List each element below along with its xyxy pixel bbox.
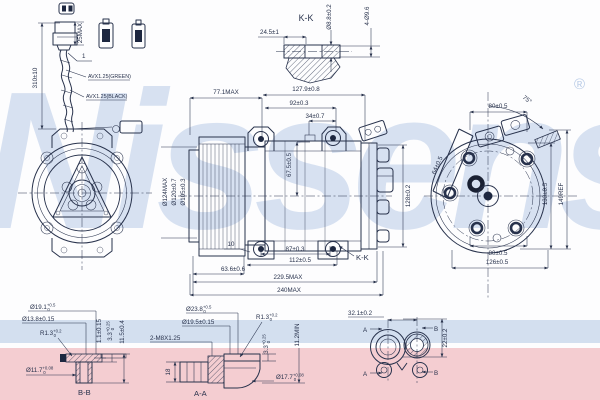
item-callout-1: 1	[82, 53, 86, 60]
bolt-bosses	[441, 149, 536, 237]
dim-top-34: 34±0.7	[306, 113, 325, 120]
dim-inner-dia: Ø105±0.3	[180, 178, 187, 206]
dim-dia-19-5: Ø19.5±0.15	[182, 319, 215, 326]
dim-foot-10: 10	[228, 241, 235, 248]
section-kk-ref: K-K	[356, 253, 369, 262]
dim-height-133: 133±0.5	[542, 182, 549, 205]
rear-view: 64±0.5 80±0.5 75° 133±0.5 149REF 80±0.5 …	[424, 92, 578, 300]
cut-label-a-bottom: A	[363, 371, 368, 378]
dim-connector-height: 25MAX	[77, 23, 84, 43]
dim-depth-1-1: 1.1±0.15	[96, 318, 103, 343]
rear-top-port	[358, 120, 388, 142]
rear-ports	[474, 114, 530, 148]
dim-height-149: 149REF	[558, 182, 565, 205]
dim-pulley-od: Ø124MAX	[162, 178, 169, 207]
dim-thread: 2-M8X1.25	[150, 335, 181, 342]
cut-label-b-bottom: B	[434, 370, 438, 377]
dim-body-length: 127.9±0.8	[292, 86, 320, 93]
nissens-watermark: Nissens	[0, 51, 600, 270]
dim-kk-width: 24.5±1	[260, 29, 279, 36]
dim-kk-holes: 4-Ø9.6	[364, 6, 371, 25]
dim-depth-11-5: 11.5±0.4	[119, 320, 126, 344]
wire-black-label: AVX1.25(BLACK)	[86, 94, 128, 100]
dim-depth-11-2: 11.2MIN	[294, 324, 301, 347]
dim-pulley-63: 63.6±0.6	[221, 266, 246, 273]
dim-rear-top-80: 80±0.5	[489, 103, 508, 110]
stud	[534, 130, 561, 149]
dim-rear-bottom-80: 80±0.5	[489, 250, 508, 257]
dim-port-offset: 22±0.2	[442, 328, 449, 347]
section-kk-view: K-K 24.5±1 Ø8.8±0.2 4-Ø9.6	[258, 4, 380, 84]
dim-dia-13-8: Ø13.8±0.15	[22, 316, 55, 323]
dim-groove-dia: Ø120±0.7	[171, 178, 178, 206]
dim-rear-126: 126±0.5	[486, 259, 509, 266]
dim-feet-87: 87±0.3	[286, 246, 305, 253]
dim-feet-112: 112±0.5	[289, 257, 311, 264]
cut-label-a-top: A	[363, 327, 368, 334]
dim-height-67: 67.5±0.5	[286, 152, 293, 177]
dim-overall-240: 240MAX	[277, 287, 301, 294]
section-kk-label: K-K	[299, 13, 314, 23]
harness-connector-view: 25MAX 310±10 1 AVX1.25(GREEN) AVX1.25(BL…	[32, 2, 146, 133]
cut-label-b-top: B	[434, 326, 438, 333]
wire-green-label: AVX1.25(GREEN)	[88, 74, 131, 80]
port-flange-view: A A B B 32.1±0.2 22±0.2	[348, 310, 449, 383]
front-view	[18, 120, 152, 270]
tilted-flange	[432, 128, 474, 199]
watermark-blue-band	[0, 320, 600, 343]
belt-grooves	[202, 144, 240, 249]
dim-pulley-depth: 77.1MAX	[213, 89, 238, 96]
dim-overall-229: 229.5MAX	[274, 274, 303, 281]
dim-cable-length: 310±10	[32, 67, 39, 88]
dim-top-92: 92±0.3	[290, 100, 309, 107]
registered-trademark-icon: ®	[574, 76, 586, 93]
dim-angle-75: 75°	[521, 94, 533, 106]
side-view: 77.1MAX 127.9±0.8 92±0.3 34±0.7 67.5±0.5…	[178, 86, 412, 297]
detail-aa-label: A-A	[194, 389, 208, 398]
dim-depth-3-3-bb: 3.3+0.250	[106, 321, 116, 341]
detail-bb-label: B-B	[78, 388, 91, 397]
dim-flange-64: 64±0.5	[431, 155, 445, 176]
dim-height-128: 128±0.2	[405, 184, 412, 207]
dim-width-18: 18	[165, 368, 172, 375]
dim-port-pitch: 32.1±0.2	[348, 310, 373, 317]
dim-kk-shaft-dia: Ø8.8±0.2	[326, 4, 333, 30]
dim-depth-3-3-aa: 3.3+0.250	[262, 334, 272, 354]
o-ring	[467, 175, 485, 193]
pulley-diameter-dims: Ø124MAX Ø120±0.7 Ø105±0.3	[161, 146, 197, 239]
